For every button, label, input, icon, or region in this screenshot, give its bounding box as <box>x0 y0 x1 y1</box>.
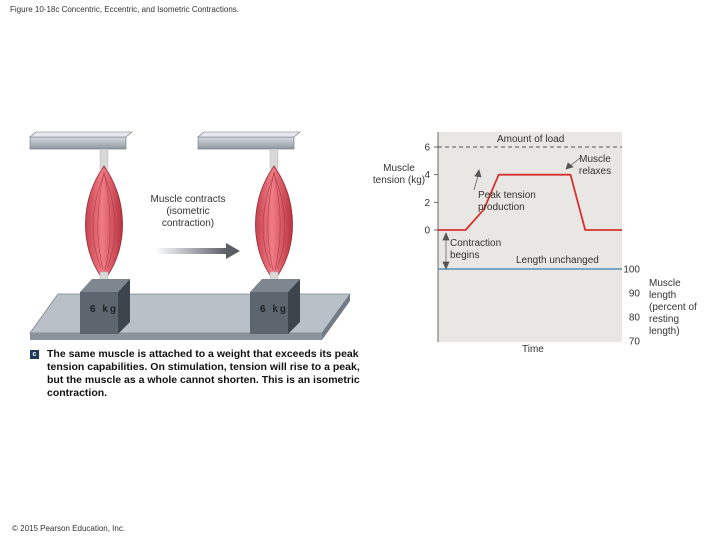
y-axis-label: Muscle tension (kg) <box>372 163 426 186</box>
copyright: © 2015 Pearson Education, Inc. <box>12 524 126 533</box>
muscle-relaxes-label: Muscle relaxes <box>578 154 612 177</box>
weight-left <box>80 279 130 334</box>
caption-text: The same muscle is attached to a weight … <box>47 348 360 399</box>
annotation-arrows <box>442 157 581 270</box>
y2-ticks: 100 90 80 70 <box>623 265 640 348</box>
ceiling-bar-right <box>197 131 301 150</box>
weight-right <box>250 279 300 334</box>
y-tick-label: 2 <box>424 198 430 209</box>
y-tick-label: 4 <box>424 170 430 181</box>
weight-left-label: 6 kg <box>90 304 119 315</box>
ceiling-bar-left <box>29 131 133 150</box>
y2-tick-label: 90 <box>629 289 641 300</box>
y2-tick-label: 100 <box>623 265 640 276</box>
caption-badge: c <box>30 350 39 359</box>
length-unchanged-label: Length unchanged <box>516 255 599 266</box>
tension-series-line <box>438 173 622 231</box>
figure-title: Figure 10-18c Concentric, Eccentric, and… <box>10 5 239 14</box>
contraction-label: Muscle contracts (isometric contraction) <box>150 194 226 229</box>
muscle-right <box>255 148 293 283</box>
muscle-left <box>85 148 123 283</box>
y-tick-label: 0 <box>424 226 430 237</box>
graph-panel <box>438 132 622 342</box>
contraction-begins-label: Contraction begins <box>450 238 502 261</box>
arrow-icon <box>155 243 240 259</box>
amount-of-load-label: Amount of load <box>497 134 565 145</box>
right-axis-label: Muscle length (percent of resting length… <box>649 278 697 337</box>
y2-tick-label: 70 <box>629 337 641 348</box>
y2-tick-label: 80 <box>629 313 641 324</box>
y-ticks: 0 2 4 6 <box>424 143 438 237</box>
x-axis-label: Time <box>522 344 544 355</box>
y-tick-label: 6 <box>424 143 430 154</box>
peak-tension-label: Peak tension production <box>478 190 536 213</box>
weight-right-label: 6 kg <box>260 304 289 315</box>
